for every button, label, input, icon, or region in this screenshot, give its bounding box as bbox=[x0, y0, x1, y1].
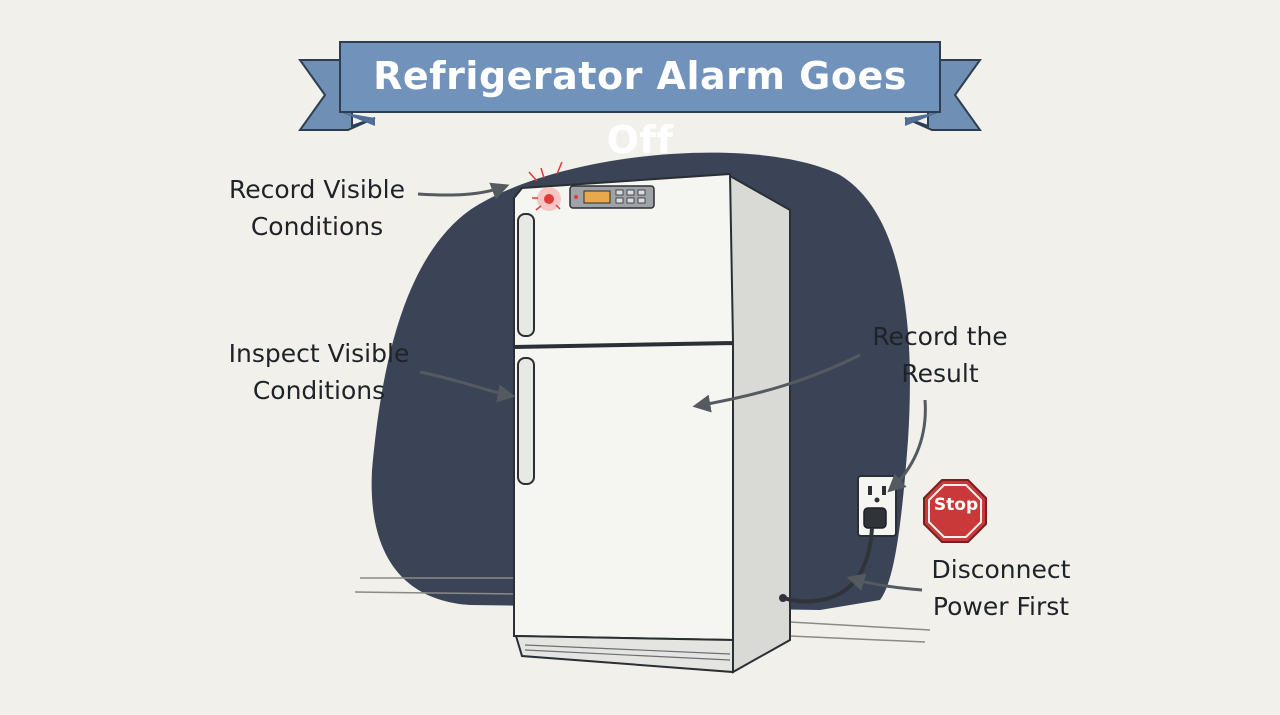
alarm-light-icon bbox=[528, 161, 563, 211]
label-inspect-visible-conditions: Inspect Visible Conditions bbox=[214, 335, 424, 409]
floor-line bbox=[789, 621, 931, 631]
floor-line bbox=[789, 635, 926, 643]
stop-sign-icon bbox=[923, 479, 987, 543]
fridge-base bbox=[514, 634, 734, 674]
arrow-inspect-visible bbox=[419, 370, 516, 403]
label-line: Power First bbox=[932, 592, 1070, 621]
label-line: Conditions bbox=[252, 376, 386, 405]
label-line: Result bbox=[901, 359, 979, 388]
vent-line bbox=[524, 649, 731, 661]
fridge-handle bbox=[517, 357, 535, 485]
fridge-main-door bbox=[513, 342, 734, 642]
label-line: Record Visible bbox=[229, 175, 405, 204]
label-line: Inspect Visible bbox=[228, 339, 410, 368]
control-panel-icon bbox=[569, 185, 655, 209]
label-disconnect-power-first: Disconnect Power First bbox=[916, 551, 1086, 625]
power-plug-icon bbox=[779, 507, 887, 604]
label-line: Record the bbox=[872, 322, 1008, 351]
label-record-the-result: Record the Result bbox=[860, 318, 1020, 392]
label-record-visible-conditions: Record Visible Conditions bbox=[212, 171, 422, 245]
page-title: Refrigerator Alarm Goes Off bbox=[373, 54, 907, 162]
arrow-to-outlet bbox=[887, 399, 927, 493]
floor-line bbox=[354, 591, 516, 595]
fridge-freezer-door bbox=[513, 172, 735, 348]
vent-line bbox=[524, 644, 731, 655]
title-banner bbox=[298, 41, 982, 131]
label-line: Conditions bbox=[250, 212, 384, 241]
freezer-handle bbox=[517, 213, 535, 337]
arrow-disconnect-power bbox=[846, 573, 923, 592]
arrow-record-result bbox=[692, 353, 861, 413]
stop-sign-label: Stop bbox=[933, 495, 979, 515]
arrow-record-visible bbox=[417, 182, 510, 200]
label-line: Disconnect bbox=[931, 555, 1071, 584]
